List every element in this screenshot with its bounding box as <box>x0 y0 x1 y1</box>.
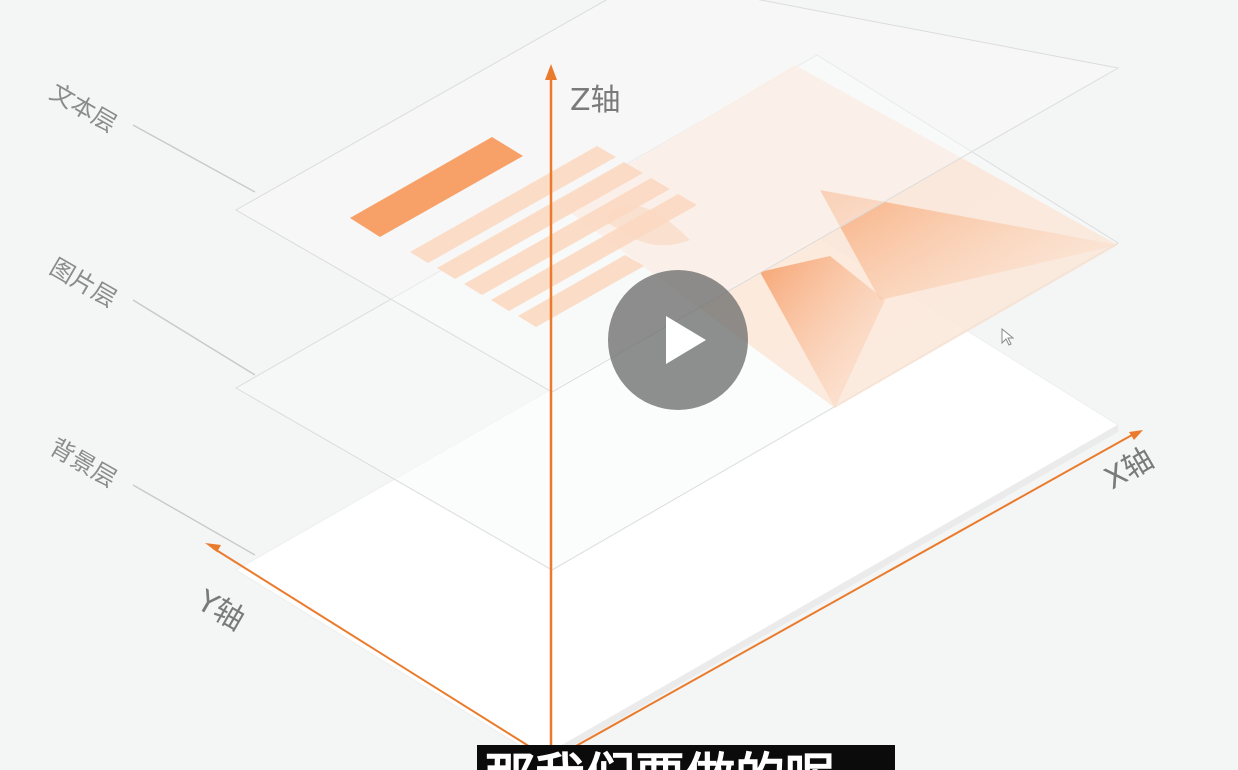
x-axis-line <box>550 434 1133 761</box>
text-layer-line-2 <box>437 162 643 279</box>
image-layer-picture <box>560 65 1118 408</box>
y-axis-arrow <box>205 543 221 552</box>
y-axis-line <box>212 547 552 761</box>
text-layer-leader <box>132 124 256 193</box>
z-axis-label: Z轴 <box>570 83 621 118</box>
subtitle-text: 那我们要做的呢 <box>485 747 835 770</box>
text-layer-line-4 <box>491 194 697 311</box>
background-layer-shadow <box>540 425 1118 765</box>
play-icon <box>666 316 706 364</box>
text-layer-line-3 <box>464 178 670 295</box>
image-layer-leader <box>132 299 256 376</box>
play-button[interactable] <box>608 270 748 410</box>
mountain-shape-left <box>760 256 885 408</box>
text-layer-line-1 <box>410 146 616 263</box>
text-layer-line-5 <box>518 255 644 327</box>
y-axis-label: Y轴 <box>190 583 250 638</box>
z-axis-arrow <box>545 64 557 80</box>
mouse-cursor-icon <box>1001 328 1015 346</box>
text-layer-label: 文本层 <box>45 78 121 138</box>
text-layer-title-block <box>350 137 523 237</box>
subtitle-box: 那我们要做的呢 <box>477 745 895 770</box>
x-axis-arrow <box>1129 430 1143 440</box>
mountain-shape-right <box>820 190 1118 300</box>
background-layer-label: 背景层 <box>45 433 121 493</box>
background-layer-leader <box>132 484 256 556</box>
image-layer-label: 图片层 <box>45 253 121 313</box>
